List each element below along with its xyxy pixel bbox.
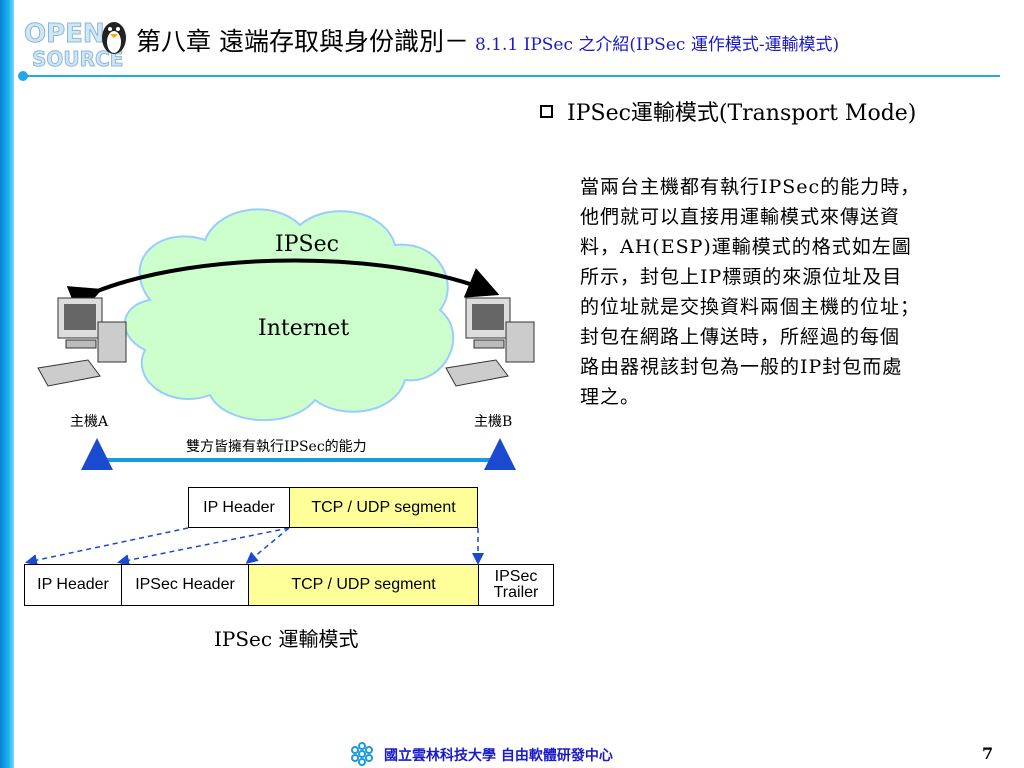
ipsec-header: IPSec Header bbox=[121, 564, 249, 606]
trailer-line2: Trailer bbox=[493, 584, 539, 601]
paragraph-line: 理之。 bbox=[580, 386, 641, 408]
ipsec-ip-header: IP Header bbox=[24, 564, 122, 606]
map-line bbox=[25, 527, 189, 566]
host-b-label: 主機B bbox=[474, 414, 513, 430]
ipsec-tcp-udp-segment: TCP / UDP segment bbox=[248, 564, 479, 606]
ipsec-tunnel-arrow bbox=[66, 258, 500, 316]
ipsec-trailer: IPSec Trailer bbox=[478, 564, 554, 606]
diagram-caption: IPSec 運輸模式 bbox=[214, 627, 359, 651]
section-title: 8.1.1 IPSec 之介紹(IPSec 運作模式-運輸模式) bbox=[474, 35, 840, 55]
host-a-label: 主機A bbox=[70, 414, 109, 430]
orig-tcp-udp-segment: TCP / UDP segment bbox=[289, 487, 478, 528]
slide-title: 第八章 遠端存取與身份識別－ 8.1.1 IPSec 之介紹(IPSec 運作模… bbox=[136, 22, 839, 62]
both-capable-bracket bbox=[95, 458, 502, 462]
description-paragraph: 當兩台主機都有執行IPSec的能力時， 他們就可以直接用運輸模式來傳送資 料，A… bbox=[580, 172, 1010, 412]
bullet-heading: IPSec運輸模式(Transport Mode) bbox=[540, 95, 916, 127]
open-source-logo: OPEN SOURCE bbox=[24, 19, 126, 70]
ipsec-label: IPSec bbox=[275, 232, 339, 257]
trailer-line1: IPSec bbox=[494, 568, 538, 585]
left-accent-bar bbox=[0, 0, 14, 768]
paragraph-line: 他們就可以直接用運輸模式來傳送資 bbox=[580, 206, 901, 228]
svg-text:SOURCE: SOURCE bbox=[32, 47, 123, 70]
page-number: 7 bbox=[982, 744, 994, 763]
orig-ip-header: IP Header bbox=[188, 487, 290, 528]
paragraph-line: 的位址就是交換資料兩個主機的位址； bbox=[580, 296, 921, 318]
both-capable-label: 雙方皆擁有執行IPSec的能力 bbox=[186, 439, 367, 455]
map-line bbox=[117, 527, 290, 567]
footer-org: 國立雲林科技大學 自由軟體研發中心 bbox=[384, 748, 613, 764]
paragraph-line: 所示，封包上IP標頭的來源位址及目 bbox=[580, 266, 903, 288]
computer-b-icon bbox=[445, 297, 535, 387]
internet-label: Internet bbox=[258, 316, 350, 341]
title-rule bbox=[22, 75, 1000, 77]
snowflake-logo-icon bbox=[351, 742, 373, 766]
paragraph-line: 封包在網路上傳送時，所經過的每個 bbox=[580, 326, 901, 348]
square-bullet-icon bbox=[540, 104, 553, 118]
paragraph-line: 路由器視該封包為一般的IP封包而處 bbox=[580, 356, 903, 378]
paragraph-line: 當兩台主機都有執行IPSec的能力時， bbox=[580, 176, 921, 198]
computer-a-icon bbox=[37, 297, 127, 387]
paragraph-line: 料，AH(ESP)運輸模式的格式如左圖 bbox=[580, 236, 912, 258]
chapter-title: 第八章 遠端存取與身份識別－ bbox=[136, 27, 469, 56]
bullet-text: IPSec運輸模式(Transport Mode) bbox=[567, 101, 917, 126]
map-line bbox=[245, 527, 290, 564]
svg-text:OPEN: OPEN bbox=[24, 19, 105, 49]
